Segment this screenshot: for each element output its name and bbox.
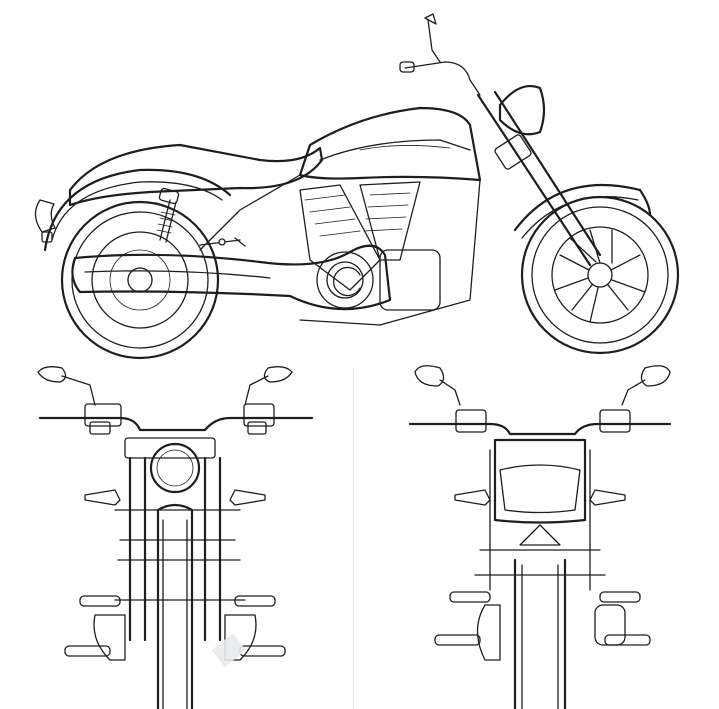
- front-tire: [156, 503, 194, 709]
- vertical-divider: [353, 368, 354, 709]
- grip: [399, 61, 415, 73]
- tail-light: [519, 524, 561, 546]
- front-view-drawing: [0, 360, 350, 709]
- rear-tire: [513, 558, 567, 709]
- seat: [68, 143, 324, 207]
- front-wheel: [520, 195, 680, 355]
- left-mirror: [414, 365, 461, 406]
- rear-fender: [43, 168, 232, 252]
- tail-light: [34, 199, 56, 233]
- turn-signal-left: [84, 489, 121, 506]
- v-twin-engine: [299, 181, 441, 311]
- watermark-logo: ◆: [210, 623, 242, 670]
- footpegs: [64, 595, 286, 657]
- rear-fender: [493, 438, 587, 524]
- rear-view-drawing: [360, 360, 719, 709]
- turn-signal-right: [229, 489, 266, 506]
- front-fork: [476, 90, 602, 267]
- right-mirror: [244, 366, 293, 406]
- frame: [199, 174, 481, 326]
- headlight: [149, 442, 201, 494]
- turn-signal-right: [589, 489, 626, 506]
- handlebar: [38, 416, 314, 432]
- rear-shock: [156, 187, 180, 243]
- footpegs: [434, 591, 651, 646]
- handlebar: [408, 422, 672, 436]
- exhaust: [594, 604, 626, 646]
- turn-signal-left: [454, 489, 491, 506]
- rear-wheel: [60, 200, 220, 360]
- headlight: [498, 84, 546, 136]
- right-mirror: [621, 365, 671, 406]
- mirror: [424, 13, 441, 63]
- handlebar: [404, 61, 481, 96]
- front-fender: [513, 183, 652, 232]
- exhaust-pipe: [71, 244, 392, 311]
- left-mirror: [37, 366, 96, 406]
- side-view-drawing: [34, 13, 680, 360]
